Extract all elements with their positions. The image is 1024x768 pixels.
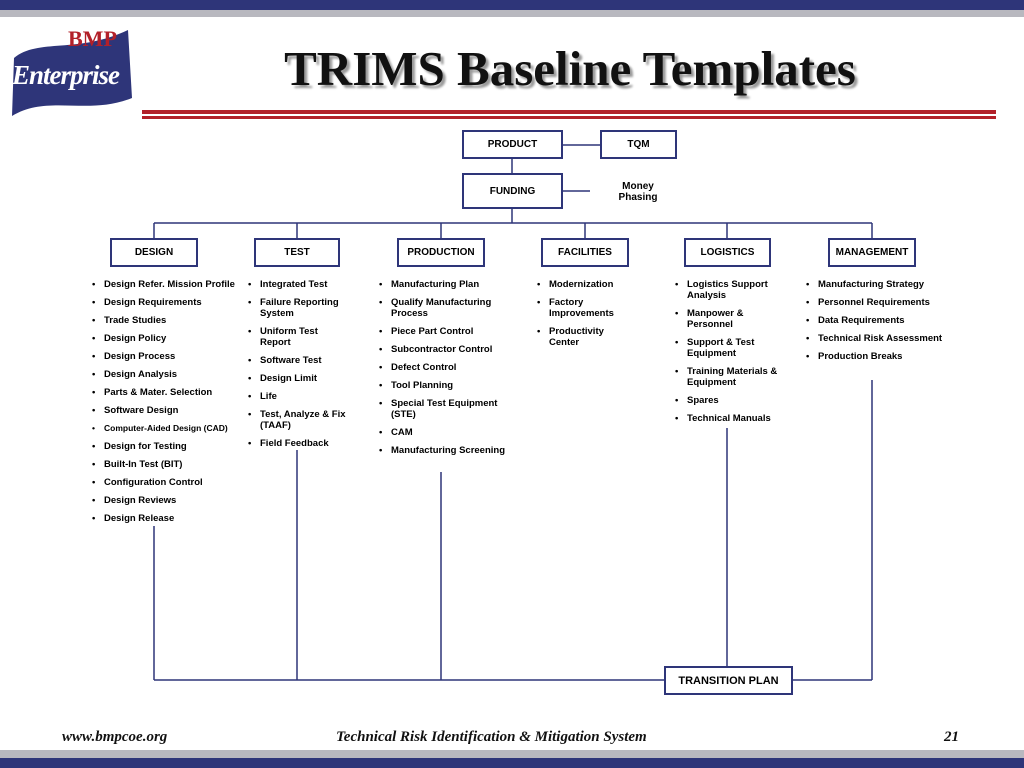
list-item: Design Refer. Mission Profile bbox=[90, 279, 250, 290]
list-item: Piece Part Control bbox=[377, 326, 512, 337]
transition-plan-box: TRANSITION PLAN bbox=[664, 666, 793, 695]
logo-enterprise-text: Enterprise bbox=[12, 60, 120, 90]
category-design: DESIGN bbox=[110, 238, 198, 267]
list-item: Design Process bbox=[90, 351, 250, 362]
category-facilities: FACILITIES bbox=[541, 238, 629, 267]
production-items: Manufacturing Plan Qualify Manufacturing… bbox=[377, 279, 512, 463]
list-item: Design Limit bbox=[246, 373, 351, 384]
list-item: Field Feedback bbox=[246, 438, 351, 449]
list-item: Life bbox=[246, 391, 351, 402]
money-phasing-line1: Money bbox=[622, 181, 654, 192]
list-item: Defect Control bbox=[377, 362, 512, 373]
bottom-navy-bar bbox=[0, 758, 1024, 768]
product-box: PRODUCT bbox=[462, 130, 563, 159]
list-item: Uniform Test Report bbox=[246, 326, 351, 348]
title-rule-top bbox=[142, 110, 996, 114]
list-item: Manpower & Personnel bbox=[673, 308, 785, 330]
funding-box: FUNDING bbox=[462, 173, 563, 209]
list-item: Factory Improvements bbox=[535, 297, 635, 319]
list-item: Computer-Aided Design (CAD) bbox=[90, 423, 250, 434]
top-gray-bar bbox=[0, 10, 1024, 17]
list-item: Special Test Equipment (STE) bbox=[377, 398, 512, 420]
money-phasing-note: Money Phasing bbox=[600, 181, 676, 203]
list-item: Parts & Mater. Selection bbox=[90, 387, 250, 398]
title-rule-bottom bbox=[142, 116, 996, 119]
list-item: Integrated Test bbox=[246, 279, 351, 290]
management-items: Manufacturing Strategy Personnel Require… bbox=[804, 279, 949, 369]
list-item: Technical Risk Assessment bbox=[804, 333, 949, 344]
list-item: Training Materials & Equipment bbox=[673, 366, 785, 388]
list-item: Productivity Center bbox=[535, 326, 635, 348]
list-item: Logistics Support Analysis bbox=[673, 279, 785, 301]
list-item: Manufacturing Screening bbox=[377, 445, 512, 456]
list-item: Manufacturing Strategy bbox=[804, 279, 949, 290]
category-management: MANAGEMENT bbox=[828, 238, 916, 267]
list-item: Qualify Manufacturing Process bbox=[377, 297, 512, 319]
list-item: Design Release bbox=[90, 513, 250, 524]
category-logistics: LOGISTICS bbox=[684, 238, 771, 267]
list-item: Design for Testing bbox=[90, 441, 250, 452]
list-item: Design Policy bbox=[90, 333, 250, 344]
list-item: Support & Test Equipment bbox=[673, 337, 785, 359]
list-item: Test, Analyze & Fix (TAAF) bbox=[246, 409, 351, 431]
list-item: Subcontractor Control bbox=[377, 344, 512, 355]
list-item: Trade Studies bbox=[90, 315, 250, 326]
list-item: Design Analysis bbox=[90, 369, 250, 380]
list-item: Software Test bbox=[246, 355, 351, 366]
logistics-items: Logistics Support Analysis Manpower & Pe… bbox=[673, 279, 785, 431]
design-items: Design Refer. Mission Profile Design Req… bbox=[90, 279, 250, 531]
list-item: Design Reviews bbox=[90, 495, 250, 506]
list-item: Modernization bbox=[535, 279, 635, 290]
list-item: CAM bbox=[377, 427, 512, 438]
bmp-enterprise-logo bbox=[8, 24, 136, 118]
list-item: Configuration Control bbox=[90, 477, 250, 488]
list-item: Built-In Test (BIT) bbox=[90, 459, 250, 470]
list-item: Design Requirements bbox=[90, 297, 250, 308]
list-item: Personnel Requirements bbox=[804, 297, 949, 308]
footer-caption: Technical Risk Identification & Mitigati… bbox=[336, 729, 647, 745]
page-number: 21 bbox=[944, 729, 959, 745]
test-items: Integrated Test Failure Reporting System… bbox=[246, 279, 351, 456]
footer-url: www.bmpcoe.org bbox=[62, 729, 168, 745]
list-item: Data Requirements bbox=[804, 315, 949, 326]
facilities-items: Modernization Factory Improvements Produ… bbox=[535, 279, 635, 355]
list-item: Spares bbox=[673, 395, 785, 406]
tqm-box: TQM bbox=[600, 130, 677, 159]
list-item: Manufacturing Plan bbox=[377, 279, 512, 290]
top-navy-bar bbox=[0, 0, 1024, 10]
list-item: Tool Planning bbox=[377, 380, 512, 391]
money-phasing-line2: Phasing bbox=[618, 192, 658, 203]
list-item: Failure Reporting System bbox=[246, 297, 351, 319]
list-item: Production Breaks bbox=[804, 351, 949, 362]
list-item: Technical Manuals bbox=[673, 413, 785, 424]
logo-bmp-text: BMP bbox=[68, 26, 117, 51]
list-item: Software Design bbox=[90, 405, 250, 416]
bottom-gray-bar bbox=[0, 750, 1024, 758]
slide-title: TRIMS Baseline Templates bbox=[284, 41, 856, 96]
category-production: PRODUCTION bbox=[397, 238, 485, 267]
category-test: TEST bbox=[254, 238, 340, 267]
